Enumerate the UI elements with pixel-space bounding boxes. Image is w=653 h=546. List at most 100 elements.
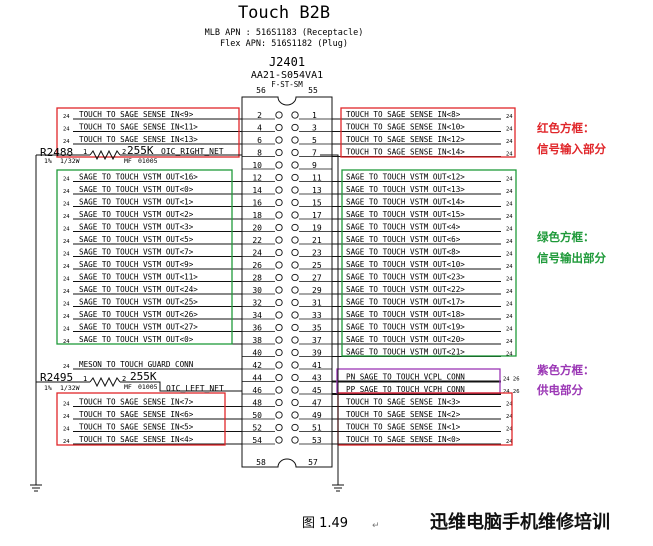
resistor-value: 255K xyxy=(130,370,157,383)
net-label-right: TOUCH_TO_SAGE_SENSE_IN<14> xyxy=(346,148,465,157)
right-ground-net xyxy=(320,154,344,492)
sheet-ref-right: 24 xyxy=(506,402,513,408)
connector-pin-circle-icon xyxy=(291,211,299,219)
legend-red-title: 红色方框： xyxy=(537,121,595,135)
sheet-ref-left: 24 xyxy=(63,127,70,133)
connector-pin-circle-icon xyxy=(291,336,299,344)
sheet-ref-left: 24 xyxy=(63,227,70,233)
net-label-left: TOUCH_TO_SAGE_SENSE_IN<5> xyxy=(79,423,194,432)
net-label-left: SAGE_TO_TOUCH_VSTM_OUT<24> xyxy=(79,285,198,294)
connector-pin-circle-icon xyxy=(275,348,283,357)
net-label-right: TOUCH_TO_SAGE_SENSE_IN<8> xyxy=(346,110,461,119)
pin-number-right: 43 xyxy=(312,374,322,383)
pin-number-right: 45 xyxy=(312,386,322,395)
mlb-apn-label: MLB APN : 516S1183 (Receptacle) xyxy=(205,28,364,38)
connector-refdes: J2401 xyxy=(269,55,305,69)
pin-number-right: 33 xyxy=(312,311,322,320)
pin-number-left: 16 xyxy=(252,199,262,208)
pin-number-right: 25 xyxy=(312,261,322,270)
pin-number-right: 35 xyxy=(312,324,322,333)
connector-pin-circle-icon xyxy=(275,248,283,257)
connector-part-number: AA21-S054VA1 xyxy=(251,70,323,81)
connector-pin-circle-icon xyxy=(275,148,283,157)
resistor-net-label: OIC_LEFT_NET xyxy=(166,384,224,393)
net-label-left: SAGE_TO_TOUCH_VSTM_OUT<27> xyxy=(79,323,198,332)
legend: 红色方框： 信号输入部分 绿色方框： 信号输出部分 紫色方框： 供电部分 xyxy=(536,121,606,397)
pin-number-right: 31 xyxy=(312,299,322,308)
net-label-left: TOUCH_TO_SAGE_SENSE_IN<13> xyxy=(79,135,198,144)
resistor-r2488: R2488 1 2 255K 1% 1/32W MF 01005 OIC_RIG… xyxy=(30,144,242,492)
pin-number-left: 44 xyxy=(252,374,262,383)
pin-number-left: 4 xyxy=(257,124,262,133)
connector-pin-circle-icon xyxy=(275,198,283,207)
net-label-right: SAGE_TO_TOUCH_VSTM_OUT<14> xyxy=(346,198,465,207)
connector-body: 56 55 58 57 xyxy=(241,86,333,468)
resistor-net-label: OIC_RIGHT_NET xyxy=(161,147,224,156)
connector-pin-circle-icon xyxy=(275,298,283,307)
connector-top-right-pin: 55 xyxy=(308,86,318,95)
resistor-zigzag-icon xyxy=(89,149,121,161)
pin-number-right: 39 xyxy=(312,349,322,358)
pin-number-left: 26 xyxy=(252,261,262,270)
sheet-ref-right: 24 xyxy=(506,189,513,195)
net-label-left: SAGE_TO_TOUCH_VSTM_OUT<7> xyxy=(79,248,194,257)
pin-number-left: 36 xyxy=(252,324,262,333)
sheet-ref-left: 24 xyxy=(63,327,70,333)
green-box-right xyxy=(341,169,517,357)
pin-number-right: 37 xyxy=(312,336,322,345)
sheet-ref-left: 24 xyxy=(63,202,70,208)
sheet-ref-left: 24 xyxy=(63,277,70,283)
sheet-ref-right: 24 xyxy=(506,127,513,133)
connector-pin-circle-icon xyxy=(275,236,283,244)
pin-number-right: 47 xyxy=(312,399,322,408)
figure-caption: 图 1.49 ↵ 迅维电脑手机维修培训 xyxy=(302,511,610,533)
red-box-right-top xyxy=(340,107,516,158)
pin-number-right: 49 xyxy=(312,411,322,420)
connector-pin-circle-icon xyxy=(291,348,299,357)
net-label-right: SAGE_TO_TOUCH_VSTM_OUT<18> xyxy=(346,310,465,319)
legend-red-desc: 信号输入部分 xyxy=(537,142,606,156)
resistor-leads xyxy=(35,154,242,485)
watermark-text: 迅维电脑手机维修培训 xyxy=(430,511,610,533)
pin-number-right: 13 xyxy=(312,186,322,195)
net-label-left: SAGE_TO_TOUCH_VSTM_OUT<16> xyxy=(79,173,198,182)
connector-pin-circle-icon xyxy=(275,123,283,132)
red-box-left-top xyxy=(56,107,240,158)
net-label-right: SAGE_TO_TOUCH_VSTM_OUT<15> xyxy=(346,210,465,219)
pin-number-left: 46 xyxy=(252,386,262,395)
pin-number-right: 41 xyxy=(312,361,322,370)
net-label-right: TOUCH_TO_SAGE_SENSE_IN<3> xyxy=(346,398,461,407)
schematic-title: Touch B2B xyxy=(238,3,330,23)
connector-pin-circle-icon xyxy=(275,361,283,369)
sheet-ref-right: 24 xyxy=(506,277,513,283)
sheet-ref-right: 24 xyxy=(506,302,513,308)
net-label-right: SAGE_TO_TOUCH_VSTM_OUT<10> xyxy=(346,260,465,269)
legend-green-title: 绿色方框： xyxy=(537,230,595,244)
pin-number-left: 24 xyxy=(252,249,262,258)
connector-bottom-right-pin: 57 xyxy=(308,458,318,467)
net-label-left: SAGE_TO_TOUCH_VSTM_OUT<0> xyxy=(79,185,194,194)
sheet-ref-right: 24 26 xyxy=(503,389,520,395)
net-label-left: TOUCH_TO_SAGE_SENSE_IN<11> xyxy=(79,123,198,132)
connector-pin-circle-icon xyxy=(275,186,283,194)
pin-number-left: 8 xyxy=(257,149,262,158)
sheet-ref-left: 24 xyxy=(63,114,70,120)
net-label-right: TOUCH_TO_SAGE_SENSE_IN<10> xyxy=(346,123,465,132)
net-label-right: TOUCH_TO_SAGE_SENSE_IN<0> xyxy=(346,435,461,444)
connector-pin-circle-icon xyxy=(275,211,283,219)
sheet-ref-left: 24 xyxy=(63,364,70,370)
connector-outline xyxy=(241,96,333,468)
pin-number-right: 27 xyxy=(312,274,322,283)
figure-number: 图 1.49 xyxy=(302,516,348,531)
resistor-pin2: 2 xyxy=(122,375,126,383)
sheet-ref-right: 24 xyxy=(506,427,513,433)
net-label-right: SAGE_TO_TOUCH_VSTM_OUT<20> xyxy=(346,335,465,344)
net-label-right: SAGE_TO_TOUCH_VSTM_OUT<22> xyxy=(346,285,465,294)
sheet-ref-right: 24 xyxy=(506,139,513,145)
pin-number-left: 32 xyxy=(252,299,262,308)
resistor-refdes: R2495 xyxy=(40,371,73,384)
net-label-left: TOUCH_TO_SAGE_SENSE_IN<9> xyxy=(79,110,194,119)
sheet-ref-left: 24 xyxy=(63,139,70,145)
connector-bottom-left-pin: 58 xyxy=(256,458,266,467)
